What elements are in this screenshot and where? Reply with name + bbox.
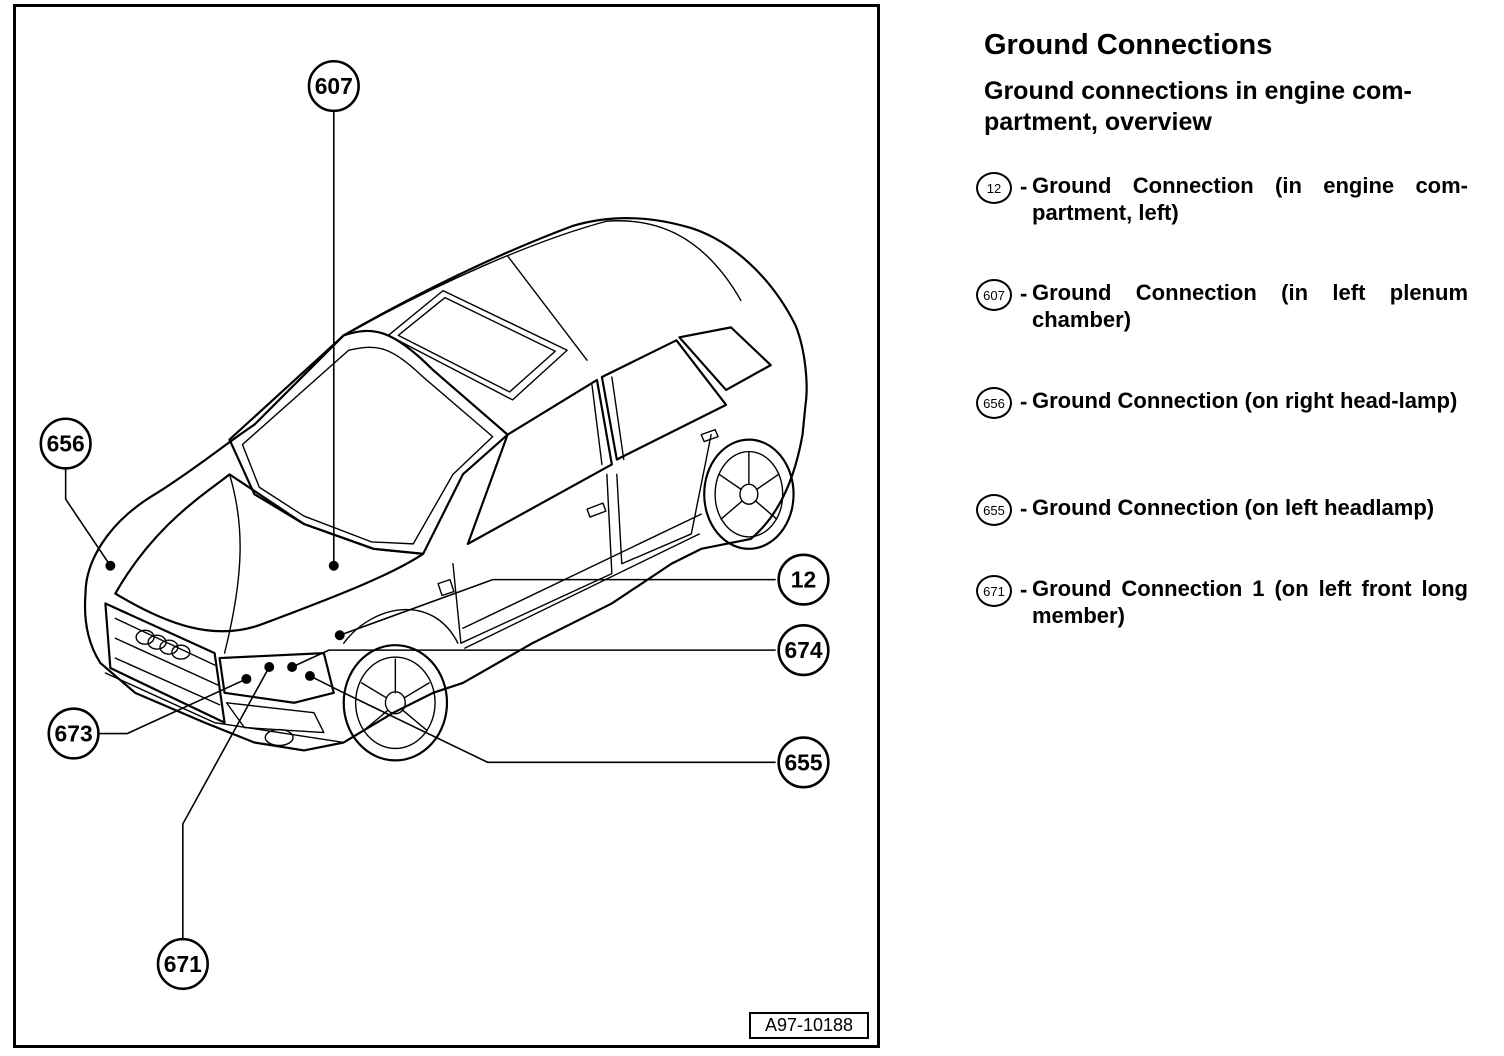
callout-607-label: 607 [315, 73, 353, 99]
text-column: Ground Connections Ground connections in… [976, 28, 1476, 628]
callout-673: 673 [47, 707, 100, 760]
legend-dash: - [1020, 389, 1028, 414]
ground-point-674 [287, 662, 298, 672]
legend-dash: - [1020, 174, 1028, 199]
callout-12: 12 [777, 553, 830, 606]
legend-description: Ground Connection 1 (on left front long … [1032, 576, 1468, 628]
page-subtitle: Ground connections in engine com-partmen… [984, 77, 1412, 136]
callout-655-label: 655 [784, 749, 822, 775]
legend-description: Ground Connection (on left headlamp) [1032, 495, 1435, 520]
legend-number-badge: 607 [976, 279, 1012, 311]
callout-656: 656 [39, 417, 92, 470]
car-illustration: 607 656 12 674 673 655 671 [39, 59, 830, 991]
legend-description: Ground Connection (in left plenum chambe… [1032, 280, 1468, 332]
rear-wheel [703, 438, 795, 550]
callout-655: 655 [777, 736, 830, 789]
brand-rings [135, 629, 191, 660]
callout-671: 671 [156, 937, 209, 991]
legend-number-badge: 12 [976, 172, 1012, 204]
callout-674: 674 [777, 624, 830, 677]
legend-dash: - [1020, 496, 1028, 521]
front-wheel [342, 644, 449, 762]
leader-lines [64, 109, 776, 942]
callout-673-label: 673 [55, 720, 93, 746]
car-body [83, 217, 808, 752]
legend-dash: - [1020, 281, 1028, 306]
legend-number-badge: 655 [976, 494, 1012, 526]
ground-point-655 [304, 670, 315, 681]
legend-description: Ground Connection (on right head-lamp) [1032, 388, 1458, 413]
legend-dash: - [1020, 577, 1028, 602]
legend-number-badge: 671 [976, 575, 1012, 607]
figure-frame: 607 656 12 674 673 655 671 A97-10188 [13, 4, 880, 1048]
figure-id-label: A97-10188 [749, 1012, 869, 1039]
callout-656-label: 656 [47, 431, 85, 457]
legend-number-badge: 656 [976, 387, 1012, 419]
legend-description: Ground Connection (in engine com-partmen… [1032, 173, 1468, 225]
ground-points [105, 560, 345, 684]
callout-674-label: 674 [784, 637, 822, 663]
callout-671-label: 671 [164, 951, 202, 977]
page-title: Ground Connections [984, 29, 1273, 61]
callout-607: 607 [307, 59, 360, 113]
callout-12-label: 12 [791, 567, 816, 593]
